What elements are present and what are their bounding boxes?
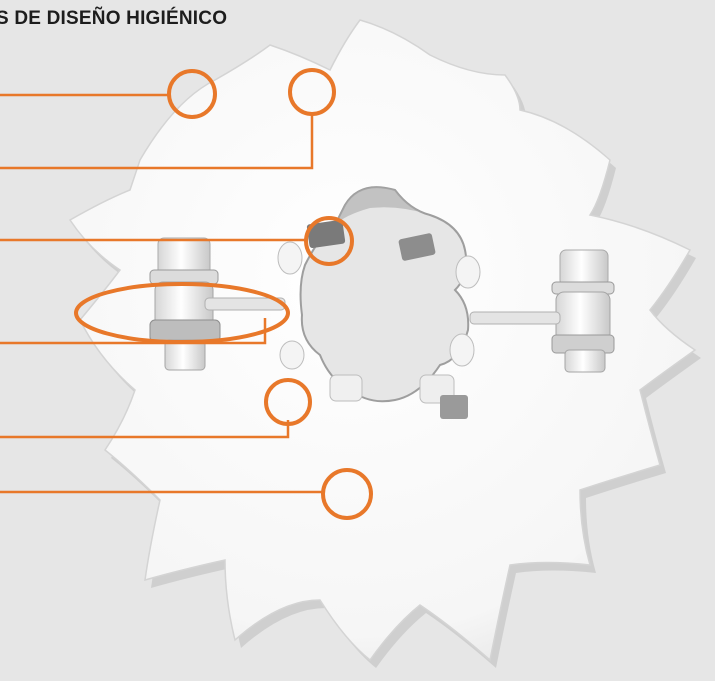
highlight-circle-5 xyxy=(321,468,373,520)
highlight-circle-1 xyxy=(167,69,217,119)
callout-line-2 xyxy=(0,113,314,170)
page-title: S DE DISEÑO HIGIÉNICO xyxy=(0,8,228,29)
highlight-circle-3 xyxy=(304,216,354,266)
hub-tooth xyxy=(277,241,303,275)
bolt xyxy=(469,249,615,373)
highlight-ellipse xyxy=(74,282,290,344)
hub-tooth xyxy=(440,395,468,419)
highlight-circle-2 xyxy=(288,68,336,116)
hub-tooth xyxy=(306,219,346,249)
hub-tooth xyxy=(398,233,436,261)
hub-tooth xyxy=(279,340,305,370)
callout-line-4 xyxy=(0,318,267,345)
highlight-circle-4 xyxy=(264,378,312,426)
hub-tooth xyxy=(329,374,363,402)
hub-hole-shade xyxy=(335,187,430,225)
hub-tooth xyxy=(455,255,481,289)
bolt xyxy=(149,237,286,371)
hub-tooth xyxy=(449,333,475,367)
